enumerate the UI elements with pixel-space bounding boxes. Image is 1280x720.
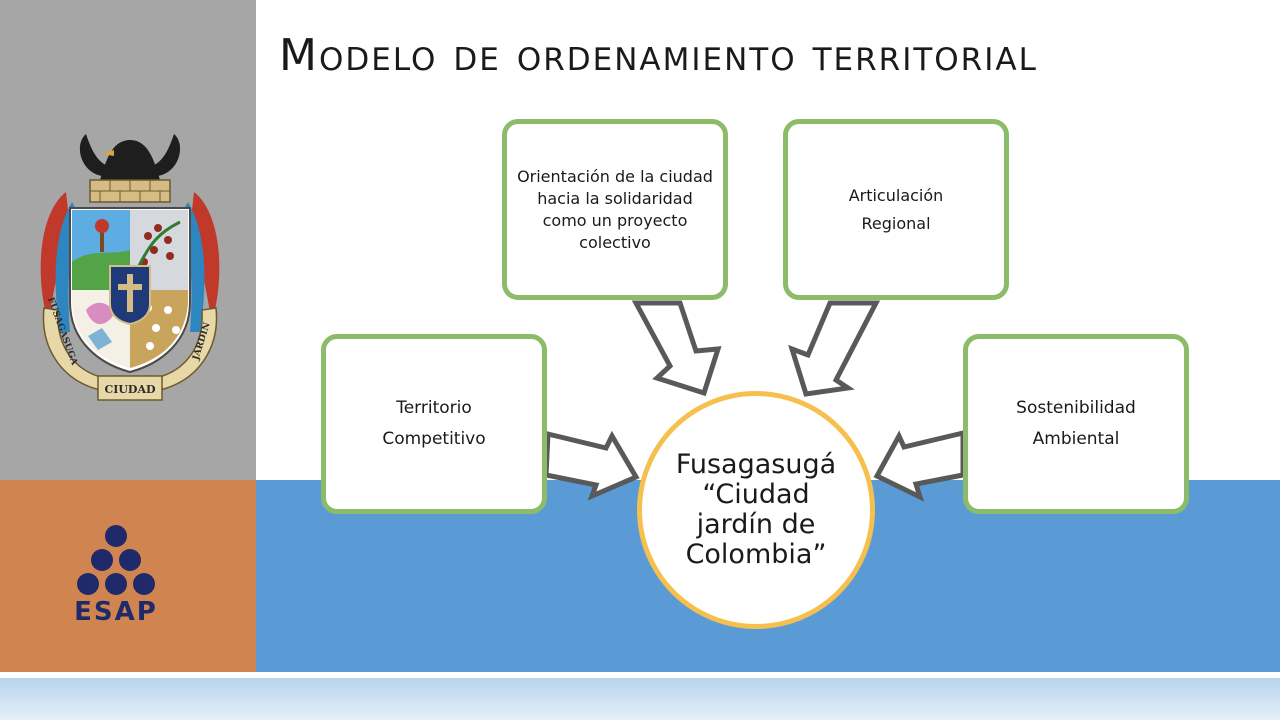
arrow-from-top-left-node: [631, 300, 722, 397]
node-text: Orientación de la ciudad hacia la solida…: [517, 166, 713, 252]
node-articulacion-regional: Articulación Regional: [783, 119, 1009, 300]
node-text-line-2: Regional: [861, 213, 931, 233]
crest-ribbon-center-text: CIUDAD: [104, 383, 156, 396]
node-text-line-1: Sostenibilidad: [1016, 398, 1136, 418]
node-territorio-competitivo: Territorio Competitivo: [321, 334, 547, 514]
node-text-line-1: Articulación: [848, 185, 944, 205]
esap-logo-icon: ESAP: [74, 525, 158, 626]
orange-side-panel: [0, 480, 256, 672]
bottom-strip: [0, 672, 1280, 720]
arrow-from-top-right-node: [788, 300, 881, 397]
fusagasuga-crest-icon: CIUDAD FUSAGASUGA JARDIN: [40, 134, 220, 401]
center-text: Fusagasugá “Ciudad jardín de Colombia”: [675, 449, 837, 570]
arrow-from-left-node: [543, 430, 640, 501]
node-orientacion-solidaridad: Orientación de la ciudad hacia la solida…: [502, 119, 728, 300]
node-text-line-1: Territorio: [396, 398, 472, 418]
node-text-line-2: Competitivo: [382, 429, 486, 449]
arrow-from-right-node: [873, 429, 966, 502]
slide-title: Modelo de ordenamiento territorial: [279, 30, 1038, 81]
node-text-line-2: Ambiental: [1032, 429, 1120, 449]
center-circle: Fusagasugá “Ciudad jardín de Colombia”: [637, 391, 875, 629]
node-sostenibilidad-ambiental: Sostenibilidad Ambiental: [963, 334, 1189, 514]
esap-logo-text: ESAP: [74, 597, 158, 626]
